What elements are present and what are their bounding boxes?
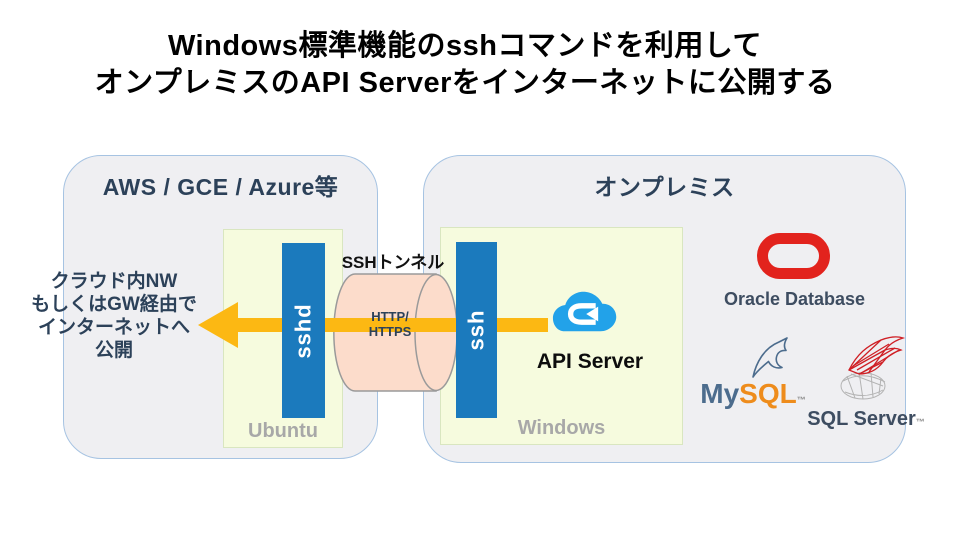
left-flow-arrow-head xyxy=(198,302,238,348)
tunnel-protocol-label: HTTP/ HTTPS xyxy=(349,309,431,339)
publish-note-line: もしくはGW経由で xyxy=(31,294,197,315)
protocol-line: HTTP/ xyxy=(371,309,409,324)
ssh-process-bar: ssh xyxy=(456,242,497,418)
ssh-tunnel-cylinder xyxy=(333,273,458,392)
publish-note-line: クラウド内NW xyxy=(50,271,178,292)
protocol-line: HTTPS xyxy=(368,324,412,339)
oracle-logo-icon xyxy=(757,233,830,279)
ssh-tunnel-label: SSHトンネル xyxy=(341,253,445,272)
mysql-label-sql: SQL xyxy=(739,378,797,409)
sshd-process-bar: sshd xyxy=(282,243,325,418)
page-title: Windows標準機能のsshコマンドを利用して オンプレミスのAPI Serv… xyxy=(0,28,930,102)
api-server-label: API Server xyxy=(536,350,644,373)
sql-server-trademark: ™ xyxy=(915,417,925,427)
windows-label: Windows xyxy=(517,417,606,439)
mysql-dolphin-icon xyxy=(752,337,788,378)
sshd-process-label: sshd xyxy=(290,302,316,359)
ssh-process-label: ssh xyxy=(463,309,489,351)
sql-server-label: SQL Server™ xyxy=(805,408,927,431)
onprem-header: オンプレミス xyxy=(594,174,735,200)
mysql-label: MySQL™ xyxy=(698,378,808,410)
sql-server-label-text: SQL Server xyxy=(807,408,916,430)
api-server-cloud-icon xyxy=(552,291,617,332)
sql-server-logo-icon xyxy=(840,336,906,400)
mysql-trademark: ™ xyxy=(796,395,806,405)
publish-note-line: インターネットへ xyxy=(37,317,190,338)
mysql-label-my: My xyxy=(700,378,740,409)
publish-note-line: 公開 xyxy=(94,340,133,361)
oracle-database-label: Oracle Database xyxy=(723,289,866,309)
ubuntu-label: Ubuntu xyxy=(248,420,318,442)
page-title-line2: オンプレミスのAPI Serverをインターネットに公開する xyxy=(94,67,836,99)
cloud-provider-header: AWS / GCE / Azure等 xyxy=(102,174,339,200)
publish-note: クラウド内NW もしくはGW経由で インターネットへ 公開 xyxy=(8,270,220,362)
page-title-line1: Windows標準機能のsshコマンドを利用して xyxy=(167,30,763,62)
